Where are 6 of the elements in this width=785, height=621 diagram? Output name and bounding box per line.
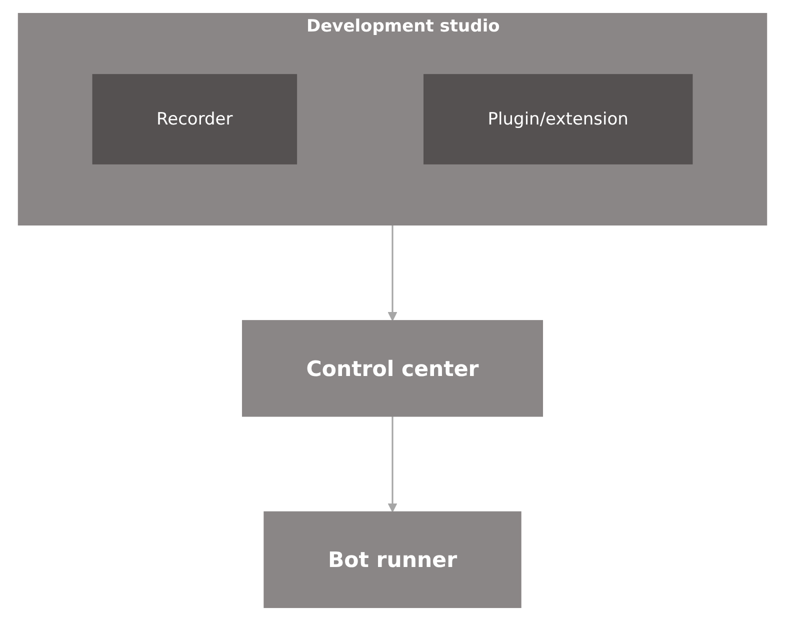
node-box: Recorder bbox=[92, 74, 298, 164]
arrow bbox=[388, 416, 398, 512]
node-box: Bot runner bbox=[264, 511, 522, 608]
node-box: Plugin/extension bbox=[423, 74, 693, 164]
arrow bbox=[388, 224, 398, 322]
node-box: Control center bbox=[242, 320, 544, 417]
